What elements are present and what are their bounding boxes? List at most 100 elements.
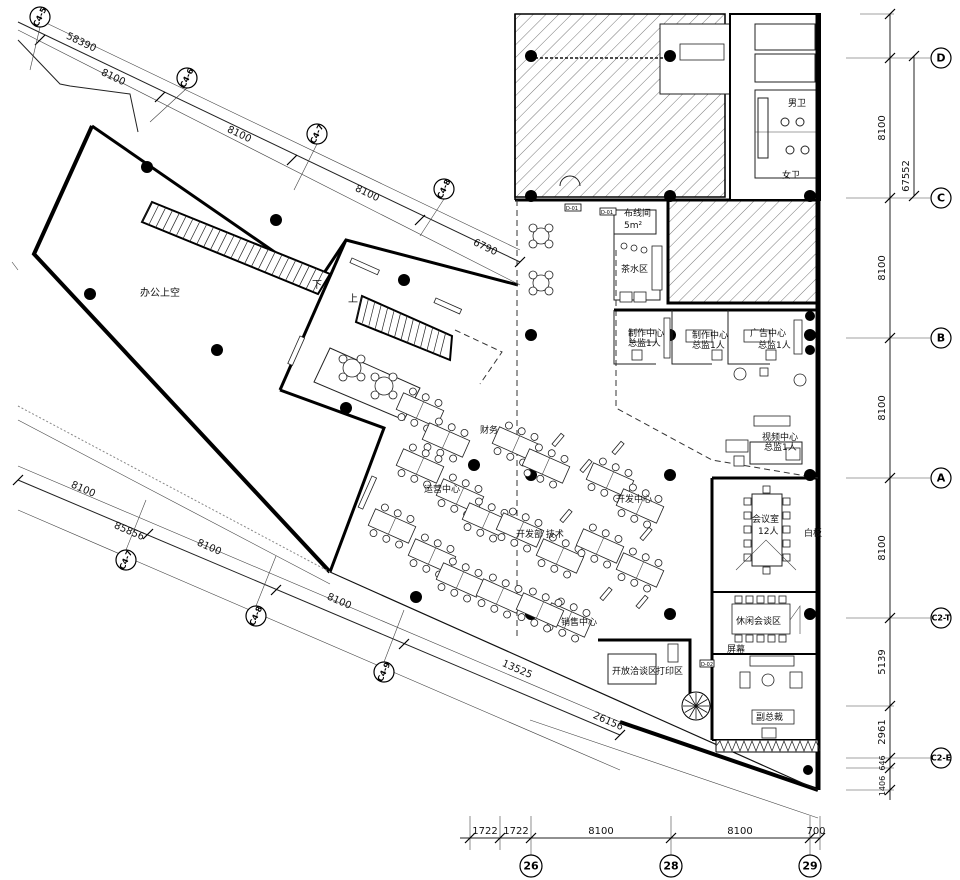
workstations [367, 387, 665, 643]
axis-bubble-C4-5: C4-5 [29, 6, 51, 28]
hatched-core-area [514, 13, 820, 305]
dev-tech-label: 开发部 技术 [516, 528, 564, 540]
svg-text:C: C [937, 192, 945, 205]
axis-bubble-C4-8: C4-8 [433, 178, 455, 200]
top-diagonal-dimension: 58390 8100 8100 8100 6790 C4-5 C4-6 C4-7… [17, 6, 526, 268]
dim-top-4: 6790 [471, 237, 499, 258]
dim-right-1: 8100 [877, 115, 888, 140]
dim-right-6: 2961 [877, 719, 888, 744]
stair-right [354, 294, 454, 362]
svg-text:D: D [936, 52, 945, 65]
dim-bot-4: 13525 [500, 658, 534, 681]
dim-top-1: 8100 [99, 67, 127, 88]
dim-right-2: 8100 [877, 255, 888, 280]
axis-bubble-C4-6: C4-6 [176, 67, 198, 89]
dim-bot-total: 85856 [112, 520, 146, 543]
dim-top-total: 58390 [64, 31, 97, 55]
dim-right-8: 1406 [878, 776, 887, 796]
svg-text:B: B [937, 332, 945, 345]
stair-left [140, 200, 332, 296]
dim-right-4: 8100 [877, 535, 888, 560]
axis-bubble-C4-9-b: C4-9 [373, 660, 395, 683]
axis-bubble-C4-7: C4-7 [306, 123, 328, 145]
conference-room: 会议室 12人 白板 [735, 485, 822, 575]
operations-center-label: 运营中心 [424, 483, 460, 495]
sales-center-label: 销售中心 [561, 616, 597, 628]
void-label: 办公上空 [140, 286, 180, 299]
dim-right-total: 67552 [901, 160, 912, 192]
production-center-2-sub: 总监1人 [692, 339, 725, 351]
tea-area: 茶水区 布线间 5m² D-01 D-01 [564, 203, 663, 303]
dim-right-3: 8100 [877, 395, 888, 420]
bottom-dimension-chain: 1722 1722 8100 8100 700 26 28 29 [460, 816, 826, 878]
leisure-meeting-room: 休闲会谈区 [731, 595, 801, 643]
right-dimension-chain: 8100 8100 8100 8100 5139 2961 646 1406 6… [846, 8, 952, 800]
toilet-label-female: 女卫 [782, 169, 800, 181]
ad-center-label: 广告中心 [750, 327, 786, 339]
ad-center-sub: 总监1人 [758, 339, 791, 351]
svg-text:C2-T: C2-T [931, 614, 951, 623]
toilet-label-male: 男卫 [788, 98, 806, 109]
door-tag-2: D-01 [601, 210, 613, 216]
dim-right-7: 646 [878, 755, 887, 770]
finance-label: 财务 [480, 424, 498, 436]
axis-bubble-B: B [930, 327, 952, 349]
svg-text:C2-E: C2-E [931, 754, 951, 763]
axis-bubble-A: A [930, 467, 952, 489]
structural-columns [84, 50, 816, 775]
open-talk-label: 开放洽谈区 [612, 665, 657, 677]
svg-text:A: A [937, 472, 946, 485]
dim-bottom-5: 700 [806, 826, 825, 837]
whiteboard-label: 白板 [804, 527, 822, 539]
production-center-1-label: 制作中心 [628, 327, 664, 339]
stair-down-label: 下 [312, 280, 322, 291]
open-talk-area: 开放洽谈区 打印区 [607, 643, 711, 721]
dim-bottom-3: 8100 [588, 826, 613, 837]
axis-bubble-29: 29 [798, 854, 822, 878]
wiring-room-area: 5m² [624, 221, 642, 231]
production-center-2-label: 制作中心 [692, 329, 728, 341]
vice-president-label: 副总裁 [756, 711, 783, 723]
dim-bot-3: 8100 [325, 592, 353, 612]
conference-room-sub: 12人 [758, 526, 778, 537]
svg-text:29: 29 [802, 860, 817, 873]
print-area-label: 打印区 [656, 665, 683, 677]
conference-room-label: 会议室 [752, 513, 779, 525]
zone-dashed-lines [454, 200, 819, 640]
video-center-label: 视频中心 [762, 431, 798, 443]
dim-top-3: 8100 [353, 183, 381, 204]
lounge-island [287, 257, 463, 510]
dim-bottom-2: 1722 [503, 826, 528, 837]
dim-bottom-1: 1722 [472, 826, 497, 837]
vice-president-office: 副总裁 D-02 [699, 655, 821, 753]
round-tables-top [528, 175, 581, 296]
zone-labels: 办公上空 上 下 财务 运营中心 开发中心 开发部 技术 销售中心 屏幕 [140, 280, 745, 655]
dim-bot-1: 8100 [69, 480, 97, 500]
svg-text:28: 28 [663, 860, 678, 873]
director-offices: 制作中心 总监1人 制作中心 总监1人 广告中心 总监1人 [613, 308, 818, 387]
stair-up-label: 上 [348, 293, 358, 305]
axis-bubble-26: 26 [519, 854, 543, 878]
axis-bubble-C2-T: C2-T [930, 607, 952, 629]
video-center: 视频中心 总监1人 [725, 415, 803, 467]
toilet-block: 男卫 女卫 [729, 13, 821, 201]
axis-bubble-C: C [930, 187, 952, 209]
dim-right-5: 5139 [877, 649, 888, 674]
axis-bubble-28: 28 [659, 854, 683, 878]
screen-label: 屏幕 [727, 643, 745, 655]
door-tag-3: D-02 [701, 662, 713, 668]
axis-bubble-C2-E: C2-E [930, 747, 952, 769]
dim-bottom-4: 8100 [727, 826, 752, 837]
context-lines [11, 29, 621, 723]
axis-bubble-C4-7-b: C4-7 [115, 549, 137, 571]
exterior-walls [31, 14, 821, 792]
wiring-room-label: 布线间 [624, 207, 651, 219]
production-center-1-sub: 总监1人 [628, 337, 661, 349]
door-tag-1: D-01 [566, 206, 578, 212]
leisure-talk-label: 休闲会谈区 [736, 615, 781, 627]
axis-bubble-D: D [930, 47, 952, 69]
video-center-sub: 总监1人 [764, 441, 797, 453]
tea-area-label: 茶水区 [621, 263, 648, 275]
dim-bot-2: 8100 [195, 538, 223, 558]
